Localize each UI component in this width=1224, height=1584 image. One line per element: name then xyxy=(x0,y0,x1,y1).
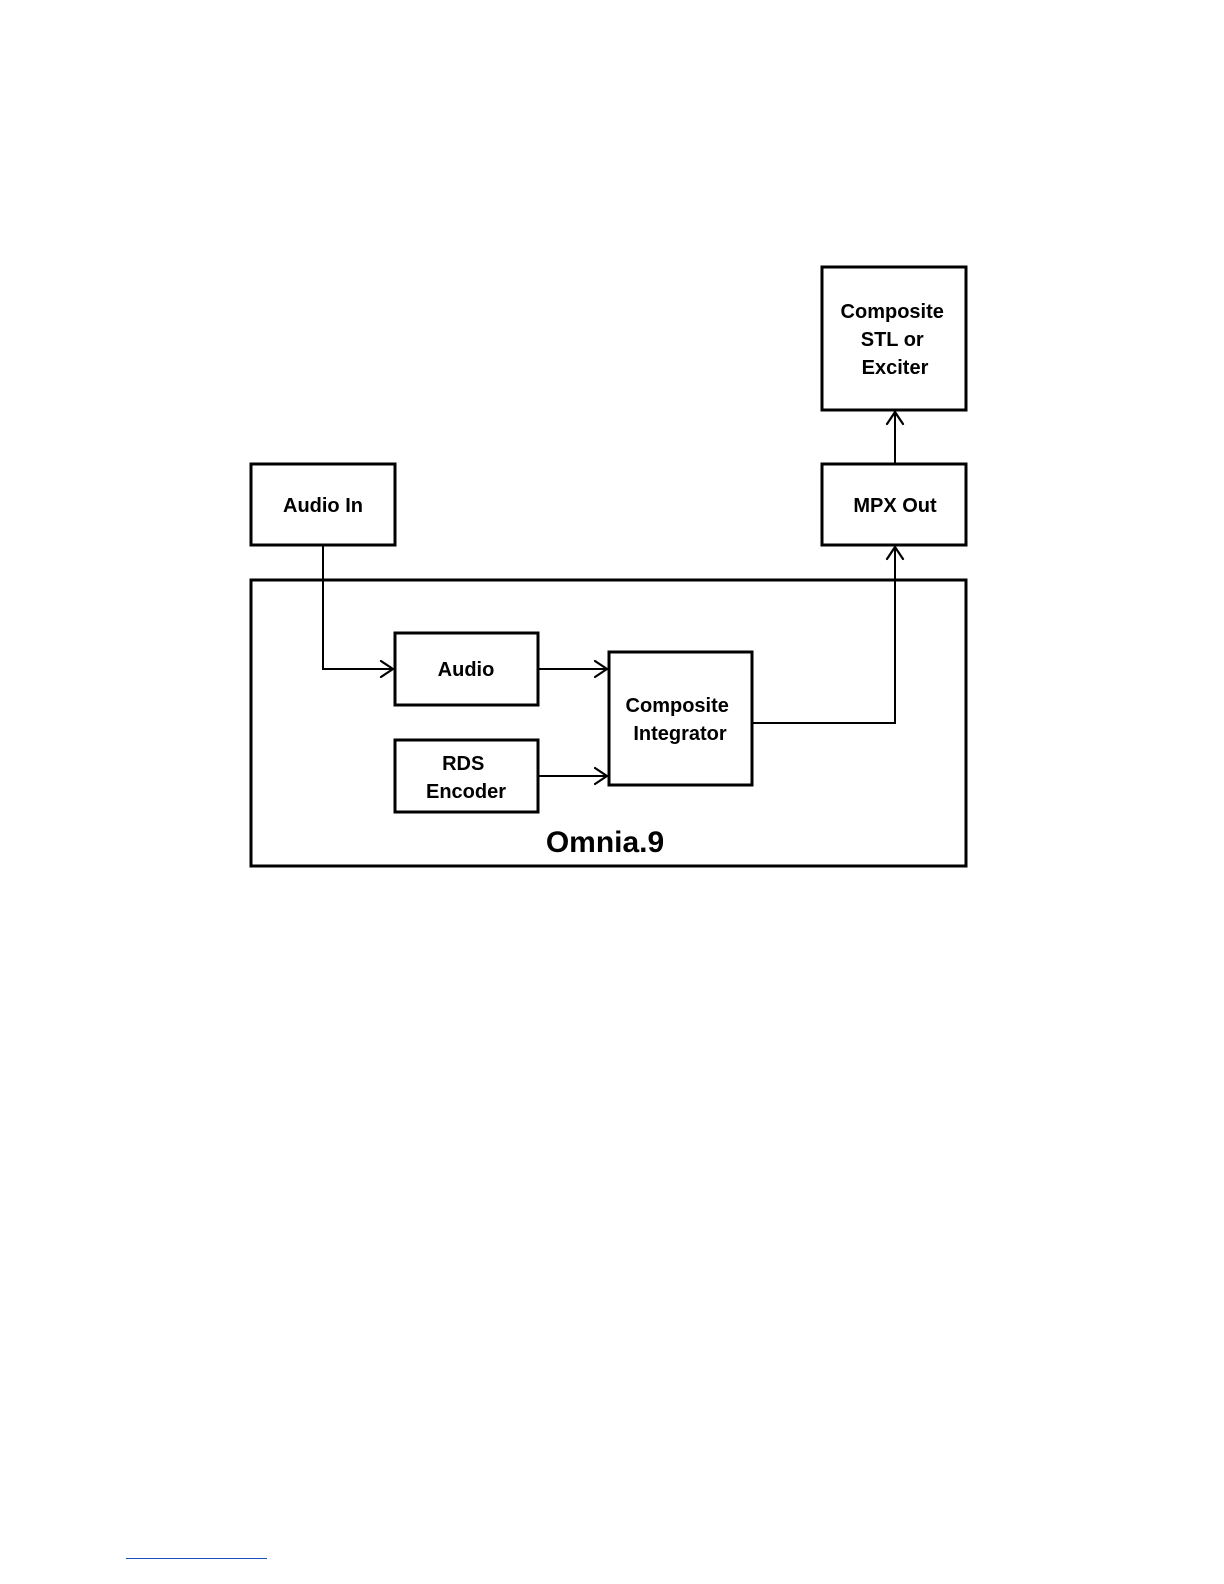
rds-encoder-block: RDS Encoder xyxy=(395,740,538,812)
device-title: Omnia.9 xyxy=(546,826,664,859)
svg-text:MPX Out: MPX Out xyxy=(853,495,937,517)
composite-integrator-block: Composite Integrator xyxy=(609,652,752,785)
composite-stl-label-line-2: STL or xyxy=(861,329,924,351)
audio-label: Audio xyxy=(438,659,495,681)
composite-stl-exciter-block: Composite STL or Exciter xyxy=(822,267,966,410)
composite-stl-label-line-3: Exciter xyxy=(862,357,929,379)
rds-encoder-label-line-1: RDS xyxy=(442,753,484,775)
composite-integrator-label-line-1: Composite xyxy=(626,695,729,717)
audio-in-label: Audio In xyxy=(283,495,363,517)
footnote-separator-rule xyxy=(126,1558,267,1559)
rds-encoder-label-line-2: Encoder xyxy=(426,781,506,803)
audio-in-block: Audio In xyxy=(251,464,395,545)
mpx-out-label: MPX Out xyxy=(853,495,937,517)
svg-text:Audio In: Audio In xyxy=(283,495,363,517)
composite-stl-label-line-1: Composite xyxy=(841,301,944,323)
audio-block: Audio xyxy=(395,633,538,705)
composite-integrator-label-line-2: Integrator xyxy=(633,723,727,745)
connector-mpx-out-to-composite-stl xyxy=(887,412,903,464)
mpx-out-block: MPX Out xyxy=(822,464,966,545)
svg-text:Audio: Audio xyxy=(438,659,495,681)
